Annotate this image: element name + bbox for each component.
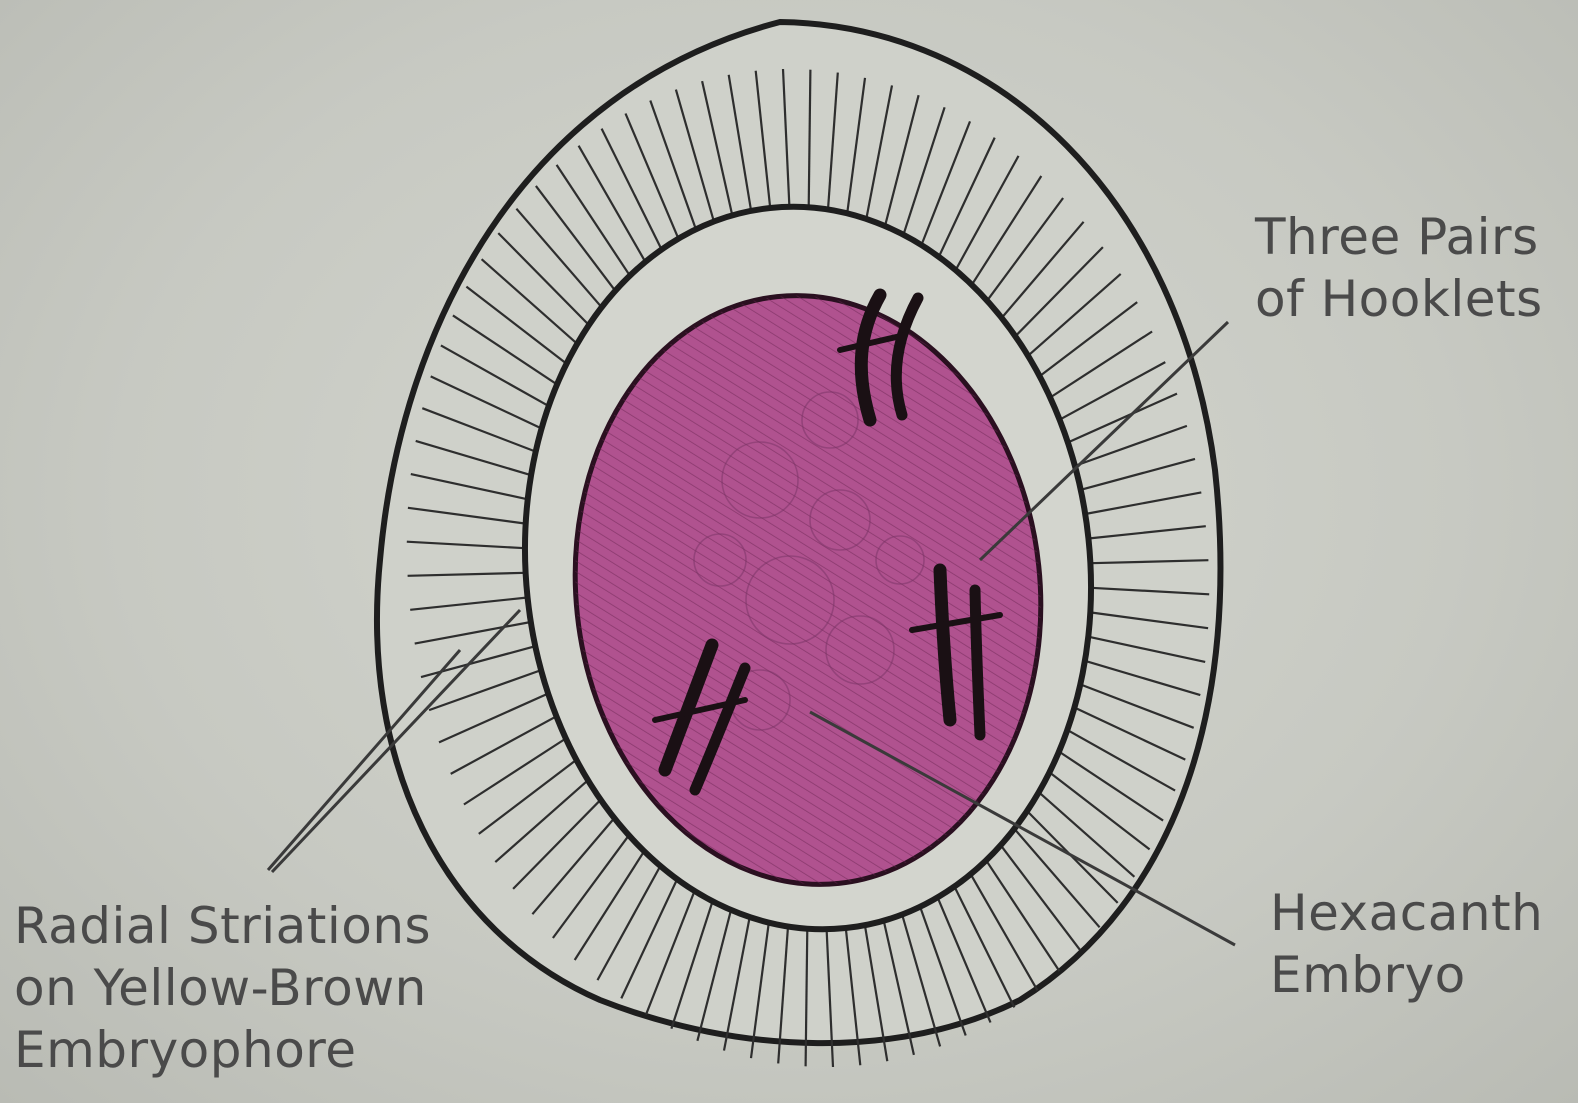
label-embryo-line1: Hexacanth (1270, 882, 1543, 944)
label-hooklets-line2: of Hooklets (1255, 268, 1543, 330)
label-hooklets-line1: Three Pairs (1255, 206, 1543, 268)
label-radial-striations: Radial Striations on Yellow-Brown Embryo… (14, 895, 431, 1081)
label-embryo-line2: Embryo (1270, 944, 1543, 1006)
label-striations-line1: Radial Striations (14, 895, 431, 957)
label-three-pairs-of-hooklets: Three Pairs of Hooklets (1255, 206, 1543, 330)
label-striations-line2: on Yellow-Brown (14, 957, 431, 1019)
label-striations-line3: Embryophore (14, 1019, 431, 1081)
label-hexacanth-embryo: Hexacanth Embryo (1270, 882, 1543, 1006)
